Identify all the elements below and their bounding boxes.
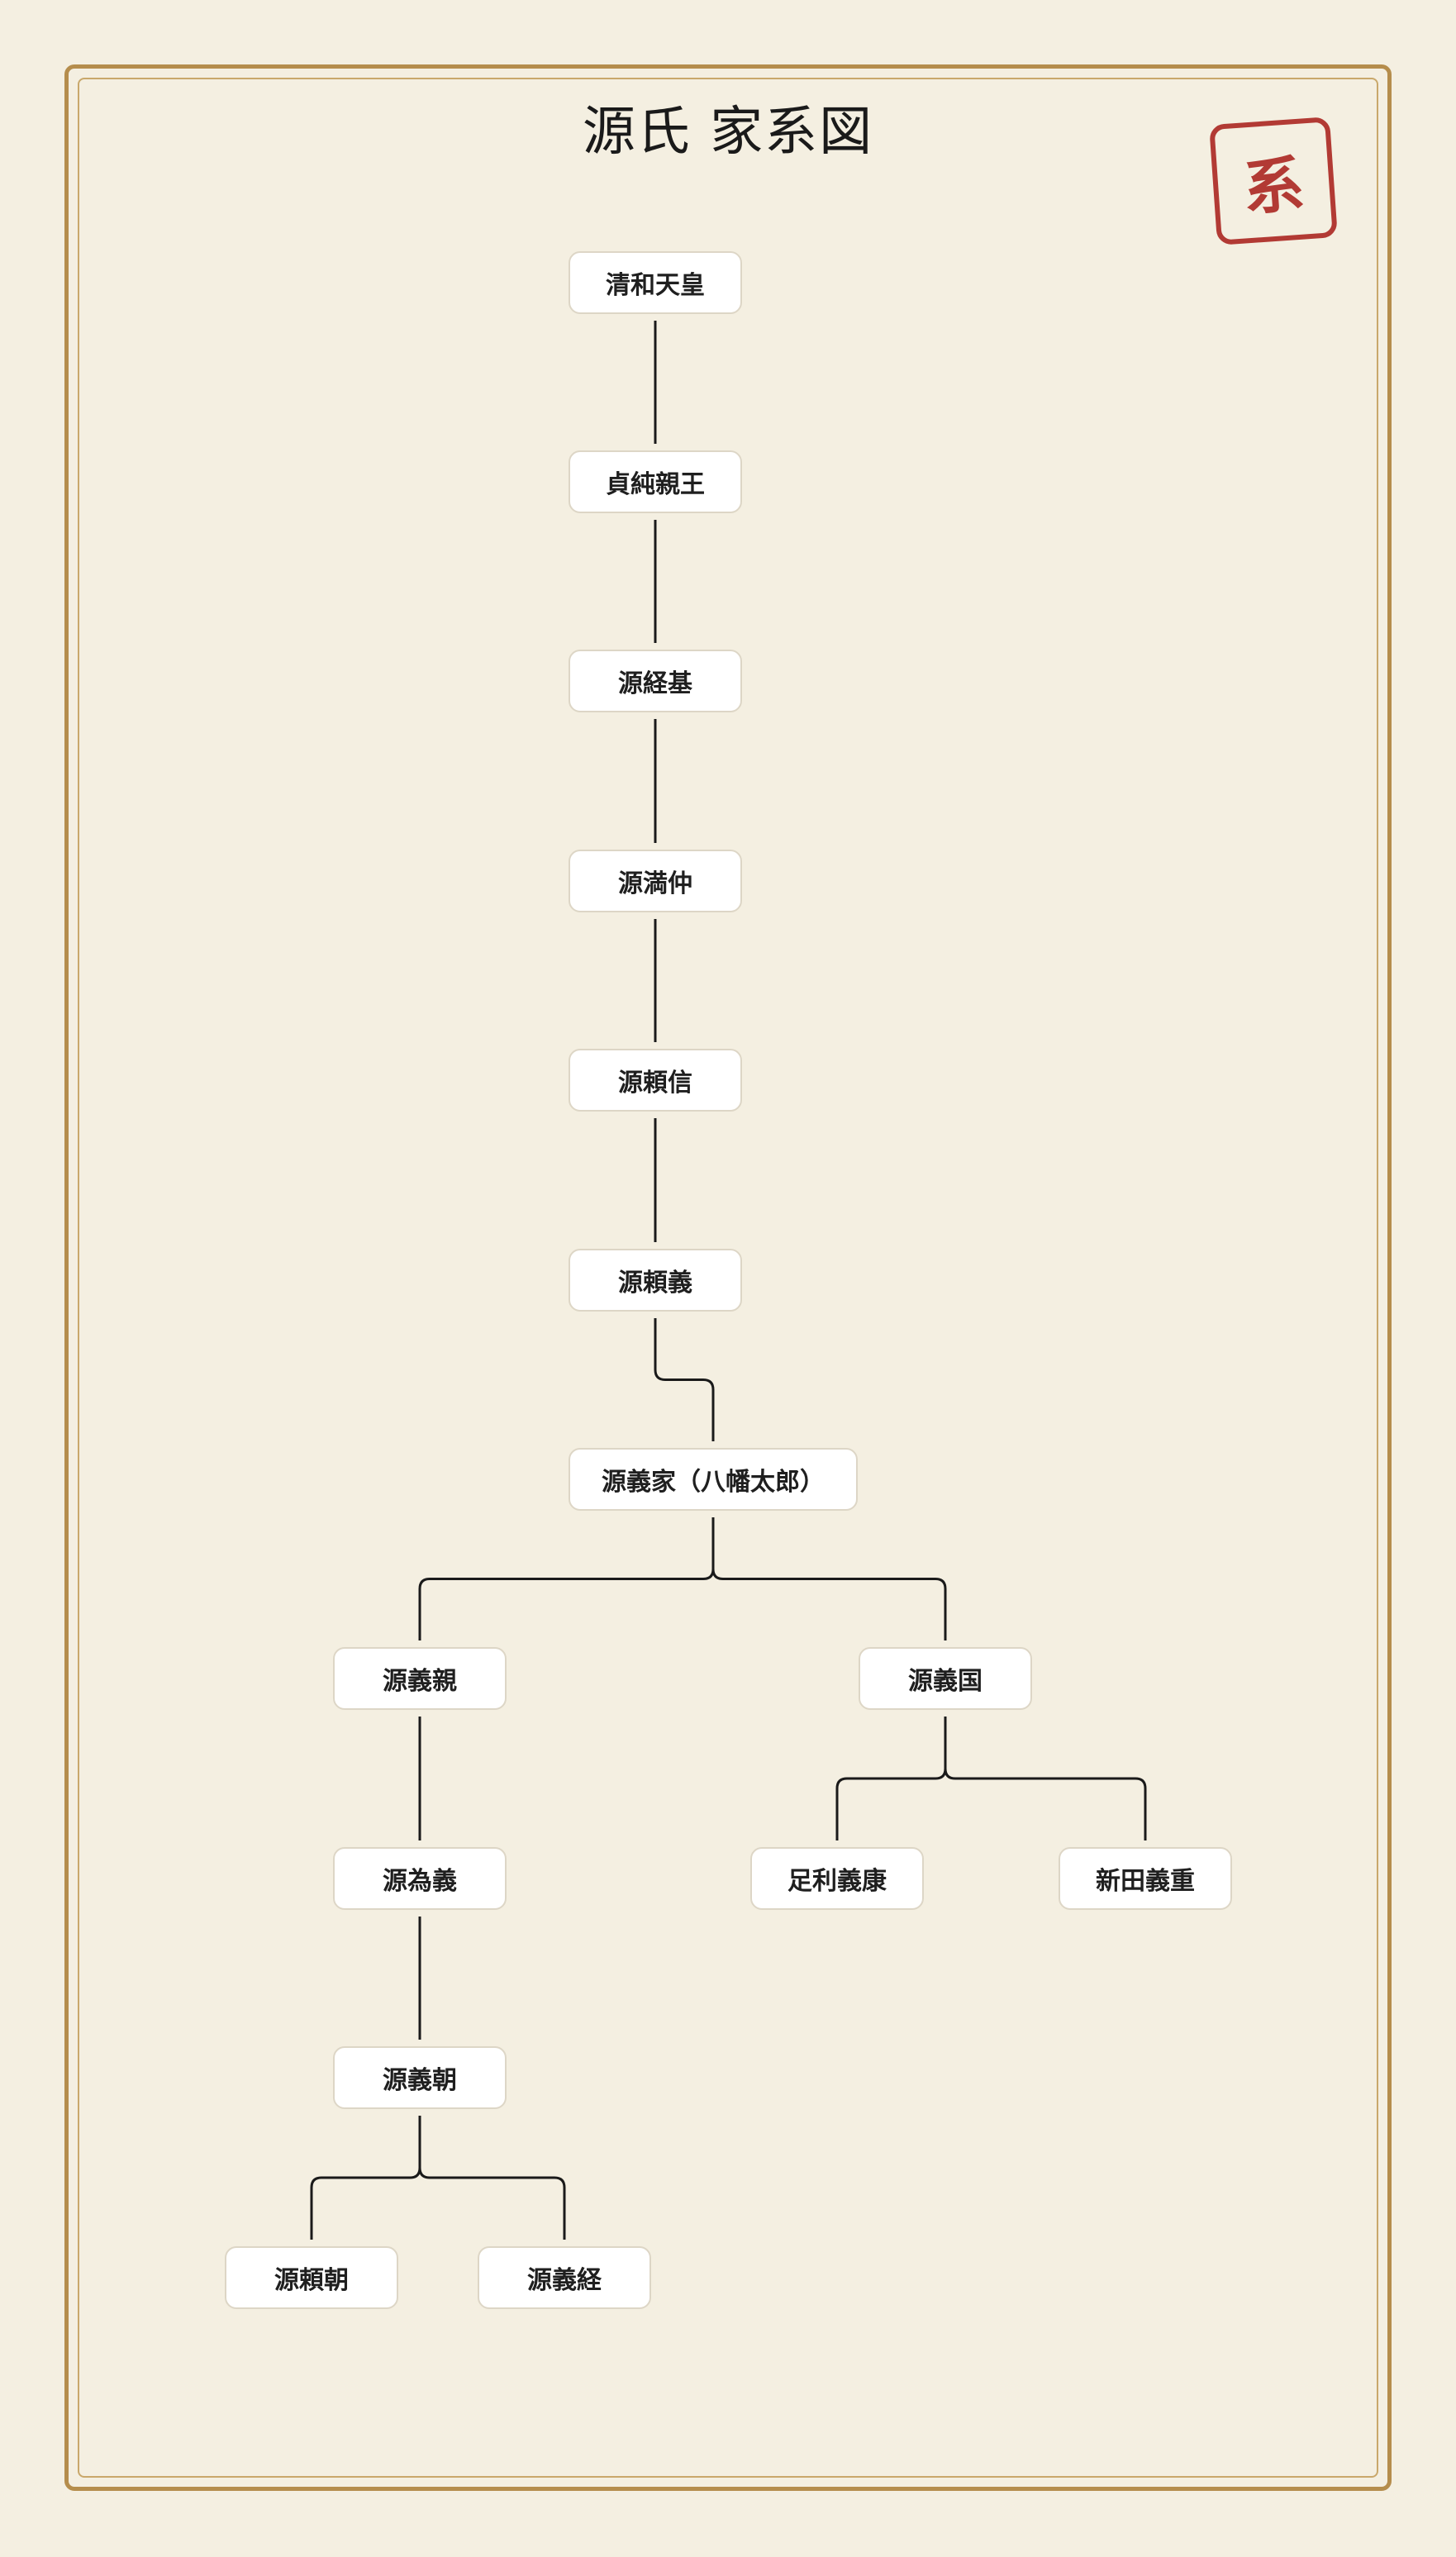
node-seiwa[interactable]: 清和天皇 [569, 251, 742, 314]
node-yoshichika[interactable]: 源義親 [333, 1647, 507, 1710]
node-yoshitsune[interactable]: 源義経 [478, 2246, 651, 2309]
node-yoshikuni[interactable]: 源義国 [859, 1647, 1032, 1710]
node-nitta[interactable]: 新田義重 [1059, 1847, 1232, 1910]
connector-yoshiie-yoshikuni [711, 1517, 947, 1640]
connector-yoshiie-yoshichika [418, 1517, 715, 1640]
node-tsunemoto[interactable]: 源経基 [569, 650, 742, 712]
outer-frame [64, 64, 1392, 2491]
inner-frame [78, 78, 1378, 2478]
node-yoriyoshi[interactable]: 源頼義 [569, 1249, 742, 1312]
connector-yoshitomo-yoshitsune [418, 2116, 566, 2240]
node-tameyoshi[interactable]: 源為義 [333, 1847, 507, 1910]
node-sadazumi[interactable]: 貞純親王 [569, 450, 742, 513]
connector-yoshikuni-ashikaga [835, 1717, 947, 1840]
node-yoritomo[interactable]: 源頼朝 [225, 2246, 398, 2309]
connector-yoshitomo-yoritomo [310, 2116, 421, 2240]
node-ashikaga[interactable]: 足利義康 [750, 1847, 924, 1910]
connector-yoshikuni-nitta [944, 1717, 1147, 1840]
node-mitsunaka[interactable]: 源満仲 [569, 850, 742, 912]
node-yoshitomo[interactable]: 源義朝 [333, 2046, 507, 2109]
chart-title: 源氏 家系図 [582, 102, 874, 163]
connector-yoriyoshi-yoshiie [654, 1318, 715, 1441]
node-yoshiie[interactable]: 源義家（八幡太郎） [569, 1448, 858, 1511]
node-yorinobu[interactable]: 源頼信 [569, 1049, 742, 1112]
